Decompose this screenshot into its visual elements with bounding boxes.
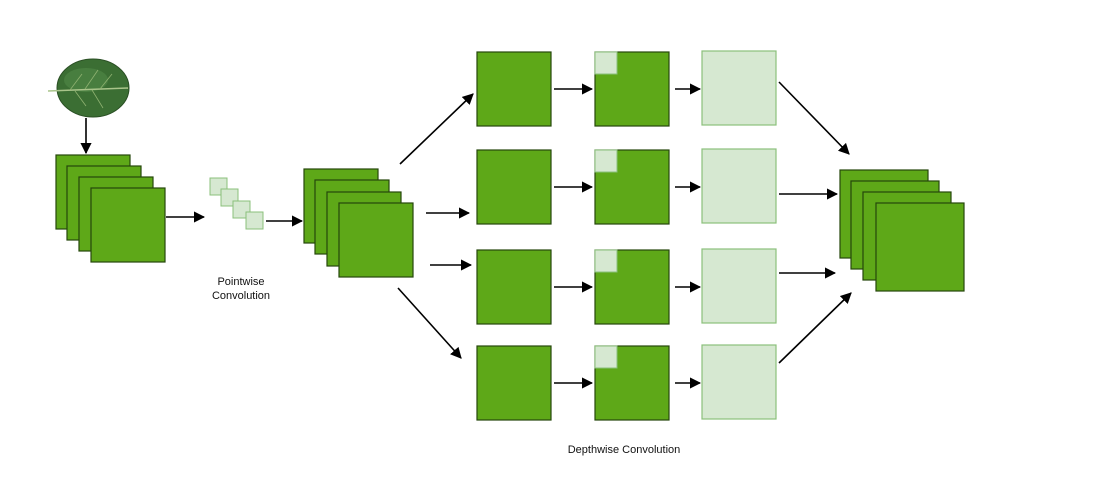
input-feature-map-4 bbox=[90, 187, 166, 263]
branch-2-output-channel bbox=[701, 148, 777, 224]
arrow-merge-4 bbox=[778, 292, 852, 364]
branch-3-output-channel bbox=[701, 248, 777, 324]
pointwise-kernel-4 bbox=[245, 211, 264, 230]
pointwise-label-line2: Convolution bbox=[211, 290, 271, 302]
branch-1-channel bbox=[476, 51, 552, 127]
depthwise-convolution-label: Depthwise Convolution bbox=[567, 444, 681, 456]
branch-2-channel bbox=[476, 149, 552, 225]
branch-3-kernel-window bbox=[594, 249, 618, 273]
arrow-split-4 bbox=[397, 287, 462, 359]
pointwise-convolution-label: Pointwise Convolution bbox=[191, 275, 291, 303]
branch-4-channel bbox=[476, 345, 552, 421]
branch-3-channel bbox=[476, 249, 552, 325]
leaf-icon bbox=[47, 58, 130, 118]
branch-2-kernel-window bbox=[594, 149, 618, 173]
branch-4-output-channel bbox=[701, 344, 777, 420]
pointwise-label-line1: Pointwise bbox=[217, 276, 265, 288]
arrow-merge-1 bbox=[778, 81, 850, 155]
output-feature-map-4 bbox=[875, 202, 965, 292]
pointwise-output-map-4 bbox=[338, 202, 414, 278]
branch-1-kernel-window bbox=[594, 51, 618, 75]
branch-1-output-channel bbox=[701, 50, 777, 126]
branch-4-kernel-window bbox=[594, 345, 618, 369]
arrow-split-1 bbox=[399, 93, 474, 165]
